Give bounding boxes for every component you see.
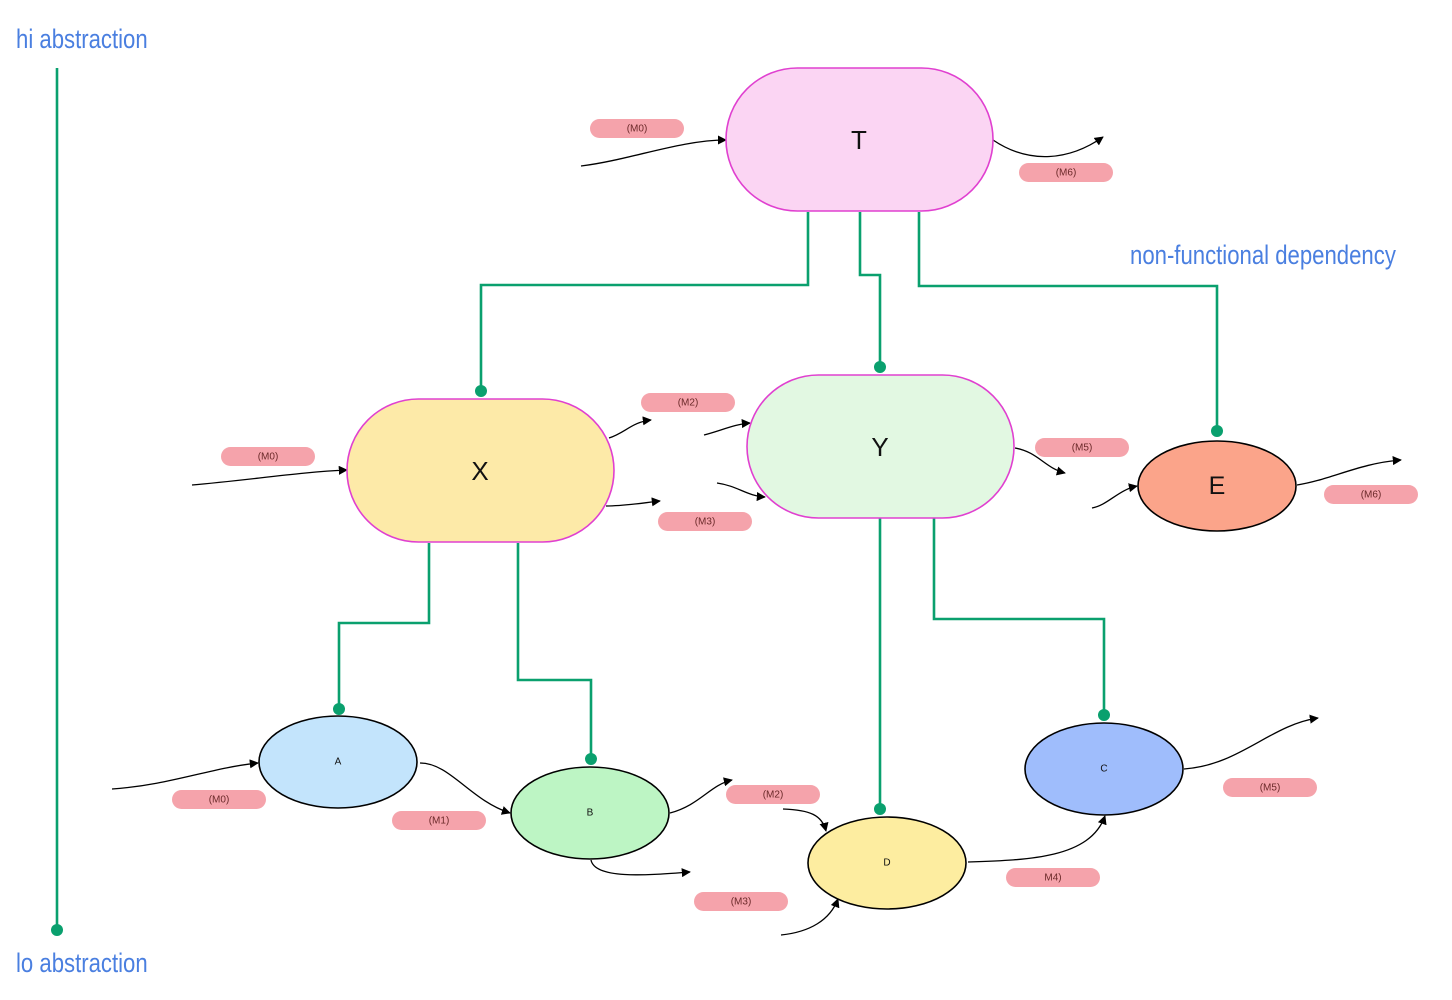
dep-t-y-dot [874, 361, 886, 373]
flow-arrows [111, 135, 1402, 936]
msg-pill-x-in: (M0) [221, 447, 315, 466]
svg-text:(M5): (M5) [1260, 783, 1281, 794]
msg-pill-b-out-top: (M2) [726, 785, 820, 804]
node-t[interactable]: T [725, 67, 994, 212]
svg-text:(M6): (M6) [1361, 490, 1382, 501]
non-functional-dependency-label: non-functional dependency [1130, 240, 1396, 270]
abstraction-axis [51, 68, 63, 936]
dep-x-a-dot [333, 703, 345, 715]
node-d-label: D [883, 858, 890, 869]
dep-x-a [337, 543, 431, 704]
dep-t-x [479, 212, 810, 386]
svg-text:(M3): (M3) [695, 517, 716, 528]
svg-text:(M5): (M5) [1072, 443, 1093, 454]
node-d[interactable]: D [807, 816, 967, 910]
msg-pill-x-out-bottom: (M3) [658, 512, 752, 531]
svg-text:(M3): (M3) [731, 897, 752, 908]
dependency-lines [333, 212, 1223, 815]
node-e-label: E [1209, 472, 1226, 500]
node-a[interactable]: A [258, 715, 418, 809]
node-x-label: X [471, 456, 488, 486]
msg-pill-t-in: (M0) [590, 119, 684, 138]
dep-y-c [932, 518, 1106, 710]
dep-x-b [516, 543, 593, 754]
dep-x-b-dot [585, 753, 597, 765]
msg-pill-y-out: (M5) [1035, 438, 1129, 457]
node-b-label: B [587, 808, 594, 819]
dep-t-e [917, 212, 1219, 426]
node-c[interactable]: C [1024, 722, 1184, 816]
svg-text:(M2): (M2) [763, 790, 784, 801]
svg-text:(M0): (M0) [627, 124, 648, 135]
msg-pill-t-out: (M6) [1019, 163, 1113, 182]
svg-text:(M0): (M0) [209, 795, 230, 806]
msg-pill-c-out: (M5) [1223, 778, 1317, 797]
hi-abstraction-label: hi abstraction [16, 24, 148, 54]
svg-text:(M6): (M6) [1056, 168, 1077, 179]
node-a-label: A [335, 757, 342, 768]
dep-t-y [858, 212, 882, 362]
dep-t-x-dot [475, 385, 487, 397]
msg-pill-x-out-top: (M2) [641, 393, 735, 412]
msg-pill-b-out-bottom: (M3) [694, 892, 788, 911]
svg-text:(M0): (M0) [258, 452, 279, 463]
node-x[interactable]: X [346, 398, 615, 543]
dep-y-d-dot [874, 803, 886, 815]
msg-pill-a-in: (M0) [172, 790, 266, 809]
lo-abstraction-label: lo abstraction [16, 948, 148, 978]
message-pills: (M0) (M6) (M0) (M2) (M3) (M5) (M6) (M0) … [172, 119, 1418, 911]
svg-text:(M1): (M1) [429, 816, 450, 827]
node-y-label: Y [871, 432, 888, 462]
node-t-label: T [851, 125, 867, 155]
msg-pill-a-out: (M1) [392, 811, 486, 830]
node-y[interactable]: Y [746, 374, 1015, 519]
dep-t-e-dot [1211, 425, 1223, 437]
svg-text:(M2): (M2) [678, 398, 699, 409]
dep-y-c-dot [1098, 709, 1110, 721]
node-b[interactable]: B [510, 766, 670, 860]
svg-text:M4): M4) [1044, 873, 1061, 884]
node-c-label: C [1100, 764, 1107, 775]
node-e[interactable]: E [1137, 440, 1297, 532]
msg-pill-e-out: (M6) [1324, 485, 1418, 504]
msg-pill-d-out: M4) [1006, 868, 1100, 887]
